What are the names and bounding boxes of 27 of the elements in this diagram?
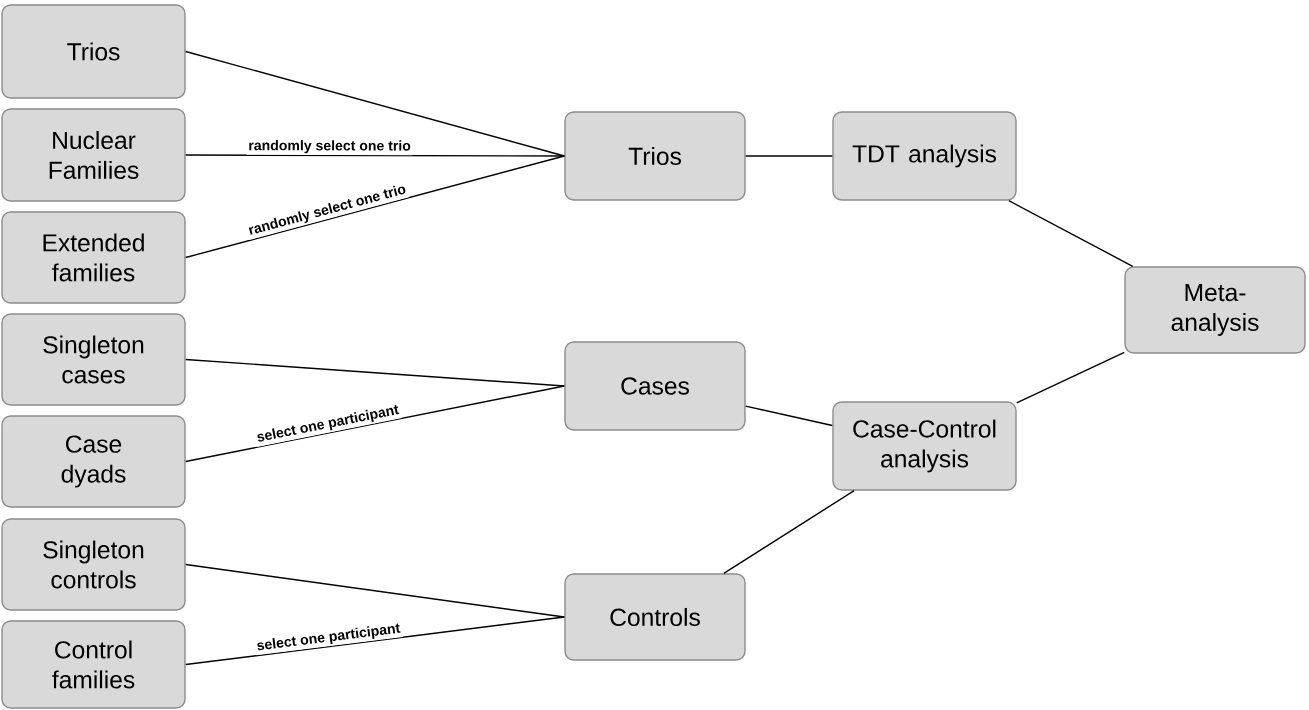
- process-box: Control families: [1, 620, 186, 709]
- connector-line: [185, 616, 565, 666]
- process-box: TDT analysis: [832, 111, 1017, 201]
- connector-line: [185, 50, 565, 157]
- connector-line: [745, 155, 833, 157]
- connector-line: [185, 154, 565, 157]
- process-box: Meta-analysis: [1124, 266, 1306, 354]
- process-box: Cases: [564, 341, 746, 431]
- process-box: Singleton cases: [1, 313, 186, 406]
- process-box: Trios: [564, 111, 746, 201]
- process-box: Nuclear Families: [1, 108, 186, 202]
- connector-line: [185, 358, 565, 387]
- connector-line: [185, 385, 565, 463]
- connector-line: [723, 490, 855, 574]
- process-box: Trios: [1, 4, 186, 99]
- process-box: Controls: [564, 573, 746, 661]
- process-box: Case dyads: [1, 415, 186, 508]
- connector-line: [1008, 200, 1134, 267]
- process-box: Singleton controls: [1, 518, 186, 611]
- connector-line: [1016, 351, 1125, 404]
- connector-line: [185, 155, 565, 259]
- edge-label: randomly select one trio: [249, 140, 411, 154]
- process-box: Case-Control analysis: [832, 401, 1017, 491]
- connector-line: [185, 563, 565, 618]
- process-box: Extended families: [1, 211, 186, 304]
- connector-line: [745, 405, 833, 427]
- edge-label: select one participant: [257, 623, 401, 651]
